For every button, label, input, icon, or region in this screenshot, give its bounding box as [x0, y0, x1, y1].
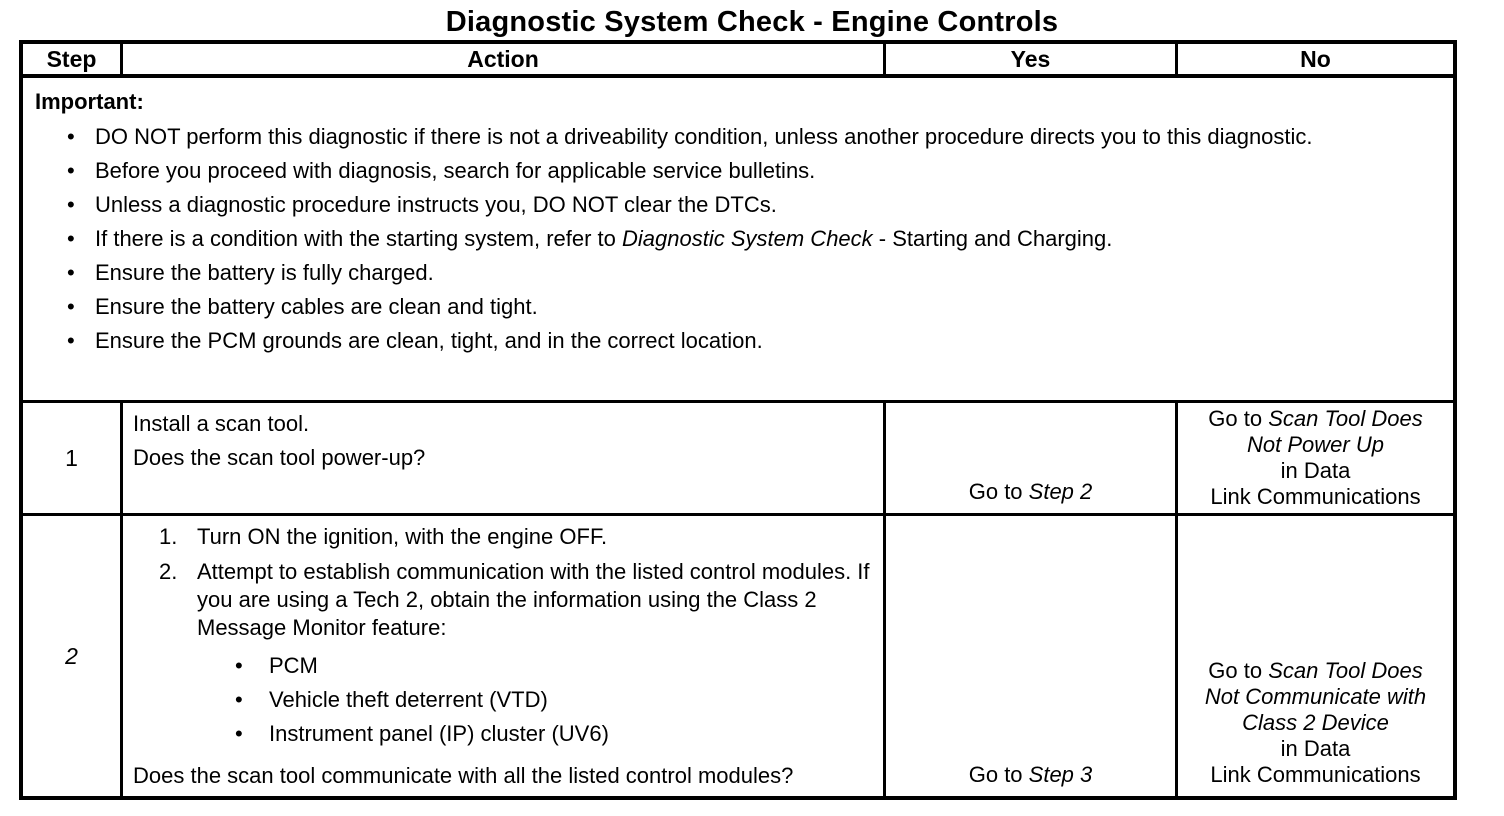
- goto-text: Go to: [1208, 406, 1269, 431]
- list-item: 1. Turn ON the ignition, with the engine…: [159, 523, 873, 551]
- goto-location: in Data Link Communications: [1210, 736, 1421, 787]
- action-cell: Install a scan tool. Does the scan tool …: [123, 403, 886, 516]
- step-cell: 1: [23, 403, 123, 516]
- numbered-text: Turn ON the ignition, with the engine OF…: [197, 524, 608, 549]
- header-no: No: [1178, 44, 1453, 78]
- bullet-icon: •: [235, 687, 243, 712]
- bullet-icon: •: [67, 328, 75, 353]
- list-item: 2. Attempt to establish communication wi…: [159, 558, 873, 642]
- yes-cell: Go to Step 3: [886, 516, 1178, 796]
- bullet-text: Unless a diagnostic procedure instructs …: [95, 192, 777, 217]
- important-label: Important:: [35, 89, 144, 114]
- step-question: Does the scan tool communicate with all …: [133, 763, 794, 788]
- header-action: Action: [123, 44, 886, 78]
- number-marker: 2.: [159, 559, 178, 584]
- bullet-icon: •: [67, 260, 75, 285]
- bullet-icon: •: [67, 226, 75, 251]
- step-number: 2: [65, 642, 78, 669]
- no-text: Go to Scan Tool Does Not Communicate wit…: [1182, 658, 1449, 788]
- bullet-icon: •: [67, 192, 75, 217]
- yes-text: Go to Step 3: [969, 762, 1093, 788]
- list-item: • If there is a condition with the start…: [67, 224, 1439, 254]
- module-bullet-list: • PCM • Vehicle theft deterrent (VTD) • …: [133, 652, 873, 754]
- page-title: Diagnostic System Check - Engine Control…: [445, 6, 1059, 38]
- bullet-text-italic: Diagnostic System Check: [622, 226, 873, 251]
- goto-location: in Data Link Communications: [1210, 458, 1421, 509]
- bullet-text: Instrument panel (IP) cluster (UV6): [269, 721, 609, 746]
- no-cell: Go to Scan Tool Does Not Communicate wit…: [1178, 516, 1453, 796]
- no-text: Go to Scan Tool Does Not Power Up in Dat…: [1182, 406, 1449, 510]
- list-item: • Ensure the PCM grounds are clean, tigh…: [67, 326, 1439, 356]
- bullet-text: Vehicle theft deterrent (VTD): [269, 687, 548, 712]
- bullet-text: If there is a condition with the startin…: [95, 224, 1439, 254]
- action-line: Does the scan tool power-up?: [133, 445, 426, 470]
- bullet-text: Ensure the battery is fully charged.: [95, 260, 434, 285]
- list-item: • DO NOT perform this diagnostic if ther…: [67, 122, 1439, 152]
- numbered-list: 1. Turn ON the ignition, with the engine…: [133, 523, 873, 649]
- list-item: • Ensure the battery is fully charged.: [67, 258, 1439, 288]
- bullet-text: PCM: [269, 653, 318, 678]
- goto-text: Go to: [968, 762, 1029, 787]
- bullet-text: Ensure the PCM grounds are clean, tight,…: [95, 328, 763, 353]
- list-item: • Ensure the battery cables are clean an…: [67, 292, 1439, 322]
- list-item: • Instrument panel (IP) cluster (UV6): [235, 720, 873, 748]
- important-bullet-list: • DO NOT perform this diagnostic if ther…: [35, 122, 1439, 356]
- diagnostic-table: Step Action Yes No Important: • DO NOT p…: [19, 40, 1457, 800]
- step-cell: 2: [23, 516, 123, 796]
- yes-cell: Go to Step 2: [886, 403, 1178, 516]
- action-line: Install a scan tool.: [133, 411, 310, 436]
- list-item: • Unless a diagnostic procedure instruct…: [67, 190, 1439, 220]
- goto-target: Scan Tool Does Not Communicate with Clas…: [1204, 658, 1427, 735]
- number-marker: 1.: [159, 524, 178, 549]
- bullet-icon: •: [67, 158, 75, 183]
- numbered-text: Attempt to establish communication with …: [197, 559, 870, 640]
- bullet-icon: •: [235, 653, 243, 678]
- goto-target: Scan Tool Does Not Power Up: [1247, 406, 1423, 457]
- step-number: 1: [65, 444, 78, 471]
- goto-target: Step 3: [1028, 762, 1093, 787]
- yes-text: Go to Step 2: [969, 479, 1093, 505]
- list-item: • Vehicle theft deterrent (VTD): [235, 686, 873, 714]
- action-cell: 1. Turn ON the ignition, with the engine…: [123, 516, 886, 796]
- goto-text: Go to: [968, 479, 1029, 504]
- bullet-icon: •: [235, 721, 243, 746]
- bullet-icon: •: [67, 124, 75, 149]
- bullet-text-pre: If there is a condition with the startin…: [95, 226, 623, 251]
- list-item: • PCM: [235, 652, 873, 680]
- header-yes: Yes: [886, 44, 1178, 78]
- bullet-text: DO NOT perform this diagnostic if there …: [95, 124, 1313, 149]
- bullet-text: Before you proceed with diagnosis, searc…: [95, 158, 816, 183]
- no-cell: Go to Scan Tool Does Not Power Up in Dat…: [1178, 403, 1453, 516]
- goto-text: Go to: [1208, 658, 1269, 683]
- important-cell: Important: • DO NOT perform this diagnos…: [23, 78, 1453, 403]
- bullet-text: Ensure the battery cables are clean and …: [95, 294, 538, 319]
- goto-target: Step 2: [1028, 479, 1093, 504]
- bullet-icon: •: [67, 294, 75, 319]
- bullet-text-post: - Starting and Charging.: [872, 226, 1113, 251]
- header-step: Step: [23, 44, 123, 78]
- list-item: • Before you proceed with diagnosis, sea…: [67, 156, 1439, 186]
